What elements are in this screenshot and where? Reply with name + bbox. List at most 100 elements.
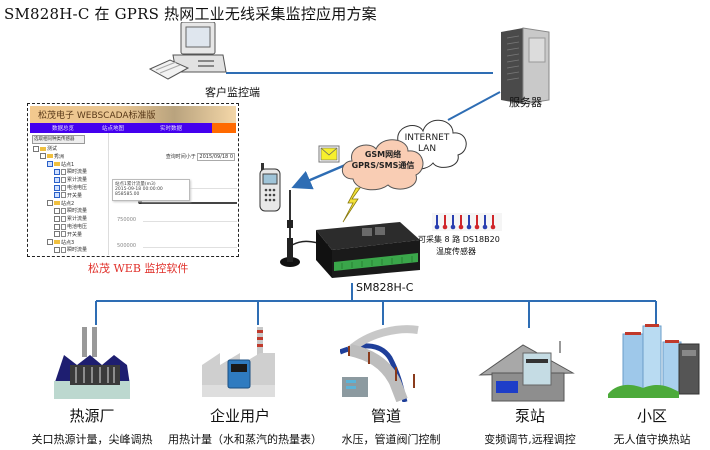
file-icon	[61, 192, 66, 199]
enterprise-user-icon	[200, 325, 280, 400]
webscada-header: 松茂电子 WEBSCADA标准版	[30, 106, 236, 123]
tree-item-label: 瞬时流量	[67, 208, 88, 215]
tree-item-label: 站点1	[61, 161, 75, 168]
tree-checkbox[interactable]	[47, 239, 53, 246]
node-desc-heat-source: 关口热源计量，尖峰调热	[31, 433, 153, 446]
client-pc-icon	[148, 21, 228, 84]
file-icon	[61, 246, 66, 253]
heat-source-plant-icon	[52, 325, 132, 400]
tree-item[interactable]: 电池电压	[54, 184, 87, 191]
node-desc-pump-station: 变频调节,远程调控	[484, 433, 576, 446]
tree-checkbox[interactable]	[54, 207, 60, 214]
gsm-phone-link	[291, 161, 351, 190]
y-tick: 500000	[117, 243, 137, 249]
folder-icon	[54, 240, 60, 245]
tooltip-value: 2015-09-18 00:00:00 858585.00	[115, 187, 163, 197]
tree-checkbox[interactable]	[47, 200, 53, 207]
device-label: SM828H-C	[356, 281, 414, 294]
mobile-phone-icon	[258, 163, 284, 213]
tree-item-label: 瞬时流量	[67, 169, 88, 176]
thermometer-icon	[466, 215, 472, 230]
tree-item-label: 开关量	[67, 192, 83, 199]
node-title-heat-source: 热源厂	[69, 407, 115, 425]
web-software-caption: 松茂 WEB 监控软件	[88, 262, 189, 275]
file-icon	[61, 215, 66, 222]
node-title-enterprise: 企业用户	[209, 407, 270, 425]
tree-checkbox[interactable]	[47, 161, 53, 168]
tree-checkbox[interactable]	[54, 168, 60, 175]
gsm-label: GSM网络	[364, 150, 402, 159]
server-internet-link	[447, 91, 501, 121]
folder-icon	[47, 154, 53, 159]
tree-item[interactable]: 瞬时流量	[54, 207, 87, 214]
select-same-sensors-button[interactable]: 选取相同种类传感器	[32, 135, 85, 144]
folder-icon	[54, 201, 60, 206]
thermometer-icon	[482, 215, 488, 230]
tree-checkbox[interactable]	[33, 145, 39, 152]
temperature-sensors-icon	[432, 213, 502, 231]
file-icon	[61, 168, 66, 175]
file-icon	[61, 184, 66, 191]
gprs-sms-label: GPRS/SMS通信	[351, 161, 415, 170]
tree-item[interactable]: 秀洲	[40, 153, 64, 160]
query-label: 查询时间小于	[165, 154, 196, 160]
file-icon	[61, 176, 66, 183]
tree-item[interactable]: 瞬时流量	[54, 246, 87, 253]
tree-item-label: 站点2	[61, 200, 75, 207]
tree-item[interactable]: 开关量	[54, 231, 82, 238]
tree-item-label: 累计流量	[67, 216, 88, 223]
webscada-title: 松茂电子 WEBSCADA标准版	[38, 111, 156, 121]
tree-item[interactable]: 站点3	[47, 239, 74, 246]
tree-checkbox[interactable]	[54, 223, 60, 230]
lan-label: LAN	[417, 144, 437, 154]
tree-checkbox[interactable]	[54, 184, 60, 191]
webscada-nav: 数据总览 站点地图 实时数据	[30, 123, 236, 133]
tree-checkbox[interactable]	[54, 246, 60, 253]
wireless-signal-icon	[342, 187, 361, 223]
tree-checkbox[interactable]	[54, 231, 60, 238]
tree-item[interactable]: 开关量	[54, 192, 82, 199]
thermometer-icon	[458, 215, 464, 230]
tree-item[interactable]: 电池电压	[54, 223, 87, 230]
chart-series-line	[139, 202, 237, 204]
thermometer-icon	[434, 215, 440, 230]
tree-item[interactable]: 累计流量	[54, 176, 87, 183]
webscada-tab[interactable]: 实时数据	[160, 126, 183, 132]
gridline	[143, 247, 237, 248]
server-label: 服务器	[509, 96, 542, 109]
page-title: SM828H-C 在 GPRS 热网工业无线采集监控应用方案	[4, 5, 377, 23]
gridline	[143, 188, 237, 189]
client-label: 客户监控端	[205, 86, 260, 99]
thermometer-icon	[450, 215, 456, 230]
residential-area-icon	[603, 322, 703, 402]
tree-item[interactable]: 站点2	[47, 200, 74, 207]
chart-tooltip: 站点1累计流量(m3) 2015-09-18 00:00:00 858585.0…	[112, 179, 190, 201]
tree-item[interactable]: 瞬时流量	[54, 168, 87, 175]
pump-station-icon	[478, 335, 578, 405]
tree-item-label: 累计流量	[67, 177, 88, 184]
webscada-tab-active[interactable]	[212, 123, 236, 133]
query-time-input[interactable]: 2015/09/18 0	[197, 153, 235, 161]
tree-checkbox[interactable]	[54, 215, 60, 222]
webscada-tab[interactable]: 站点地图	[102, 126, 125, 132]
tree-checkbox[interactable]	[54, 192, 60, 199]
tree-item-label: 测试	[47, 146, 58, 152]
node-desc-pipeline: 水压，管道阀门控制	[341, 433, 441, 446]
gsm-cloud-icon: GSM网络 GPRS/SMS通信	[338, 133, 428, 193]
webscada-tab[interactable]: 数据总览	[52, 126, 75, 132]
tree-item[interactable]: 累计流量	[54, 215, 87, 222]
tree-item-label: 瞬时流量	[67, 247, 88, 254]
internet-label: INTERNET	[404, 133, 450, 143]
file-icon	[61, 223, 66, 230]
tree-item[interactable]: 站点1	[47, 161, 74, 168]
node-title-residential: 小区	[636, 407, 667, 425]
sensors-label-line1: 可采集 8 路 DS18B20	[418, 235, 500, 244]
sm828h-c-device-icon	[272, 190, 422, 280]
tree-item[interactable]: 测试	[33, 145, 57, 152]
chart-point[interactable]	[138, 200, 142, 204]
folder-icon	[54, 162, 60, 167]
thermometer-icon	[474, 215, 480, 230]
tree-checkbox[interactable]	[40, 153, 46, 160]
tree-checkbox[interactable]	[54, 176, 60, 183]
